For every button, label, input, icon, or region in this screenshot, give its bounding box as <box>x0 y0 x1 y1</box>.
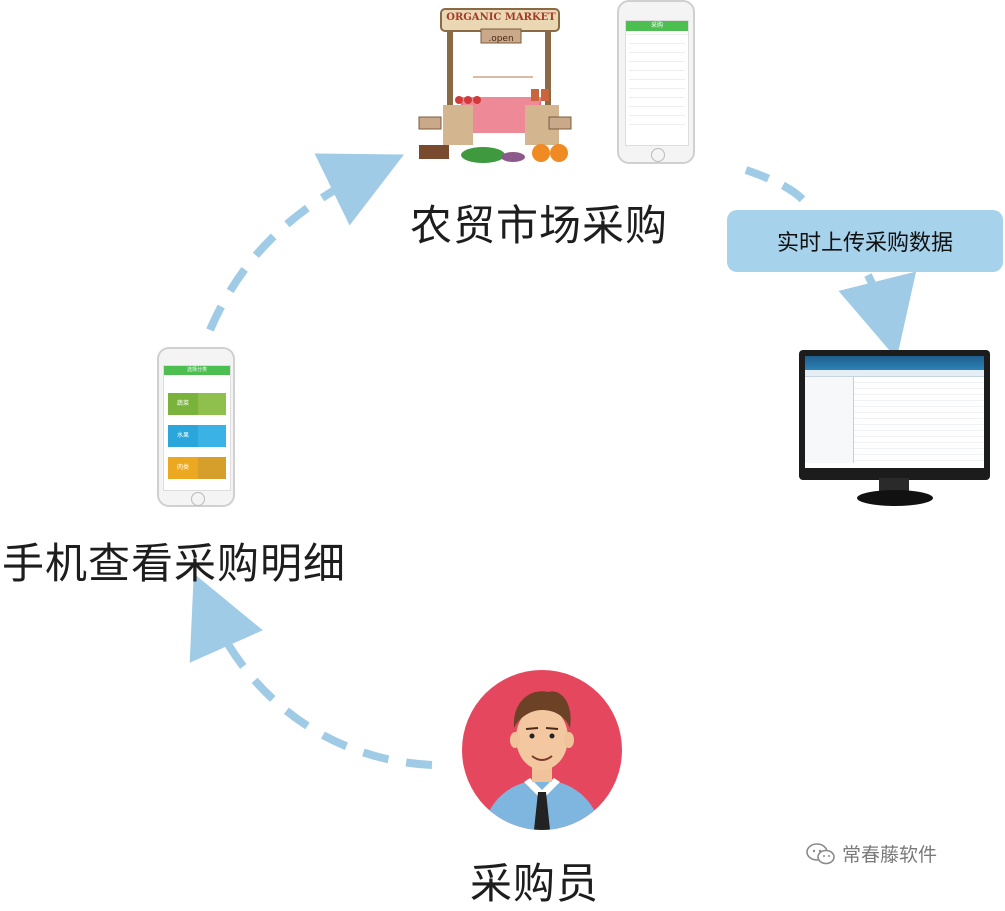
arrow-buyer-to-phone <box>189 573 433 769</box>
watermark-text: 常春藤软件 <box>842 844 938 866</box>
market-sign-title: ORGANIC MARKET <box>446 12 556 23</box>
phone-list-icon: 采购 <box>617 0 695 164</box>
upload-data-box: 实时上传采购数据 <box>727 210 1003 272</box>
phone-menu-header: 选择分类 <box>164 366 230 375</box>
monitor-icon <box>799 350 990 510</box>
phone-menu-icon: 选择分类 蔬菜 水果 肉类 <box>157 347 235 507</box>
market-stall-icon: ORGANIC MARKET .open <box>413 5 583 165</box>
phone-menu-item: 肉类 <box>168 457 226 479</box>
node-phone-label: 手机查看采购明细 <box>2 539 347 588</box>
watermark: 常春藤软件 <box>806 840 937 867</box>
phone-menu-item-label: 肉类 <box>168 457 198 479</box>
phone-menu-item: 蔬菜 <box>168 393 226 415</box>
arrow-phone-to-market <box>206 153 404 332</box>
phone-menu-item-label: 蔬菜 <box>168 393 198 415</box>
upload-data-label: 实时上传采购数据 <box>776 231 953 256</box>
market-sign-open: .open <box>488 34 514 44</box>
arrow-market-to-upload <box>744 166 810 206</box>
person-avatar-icon <box>462 670 622 830</box>
node-market-label: 农贸市场采购 <box>410 201 669 250</box>
node-buyer-label: 采购员 <box>470 859 600 908</box>
arrow-upload-to-monitor <box>838 271 917 359</box>
wechat-icon <box>806 842 836 865</box>
phone-menu-item-label: 水果 <box>168 425 198 447</box>
phone-list-header: 采购 <box>626 21 688 31</box>
phone-menu-item: 水果 <box>168 425 226 447</box>
